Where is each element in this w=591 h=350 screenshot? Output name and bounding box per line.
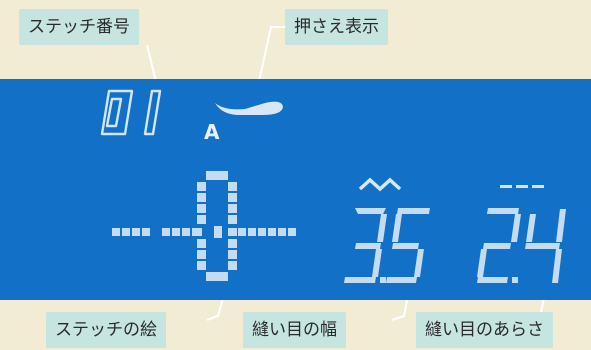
label-stitch-width: 縫い目の幅	[243, 312, 346, 348]
label-stitch-number: ステッチ番号	[19, 9, 139, 45]
lcd-display: A	[0, 79, 591, 300]
stitch-number-display	[100, 89, 162, 136]
presser-foot-letter: A	[204, 120, 220, 144]
straight-stitch-icon	[112, 171, 296, 281]
label-stitch-length: 縫い目のあらさ	[416, 312, 553, 348]
label-stitch-picture: ステッチの絵	[46, 312, 166, 348]
dashed-line-icon	[500, 185, 544, 188]
label-presser-foot: 押さえ表示	[285, 9, 388, 45]
lcd-drawing: A	[100, 89, 566, 283]
zigzag-icon	[358, 177, 402, 192]
presser-foot-icon	[215, 101, 283, 115]
stitch-width-display	[344, 208, 430, 283]
stitch-length-display	[477, 208, 566, 283]
